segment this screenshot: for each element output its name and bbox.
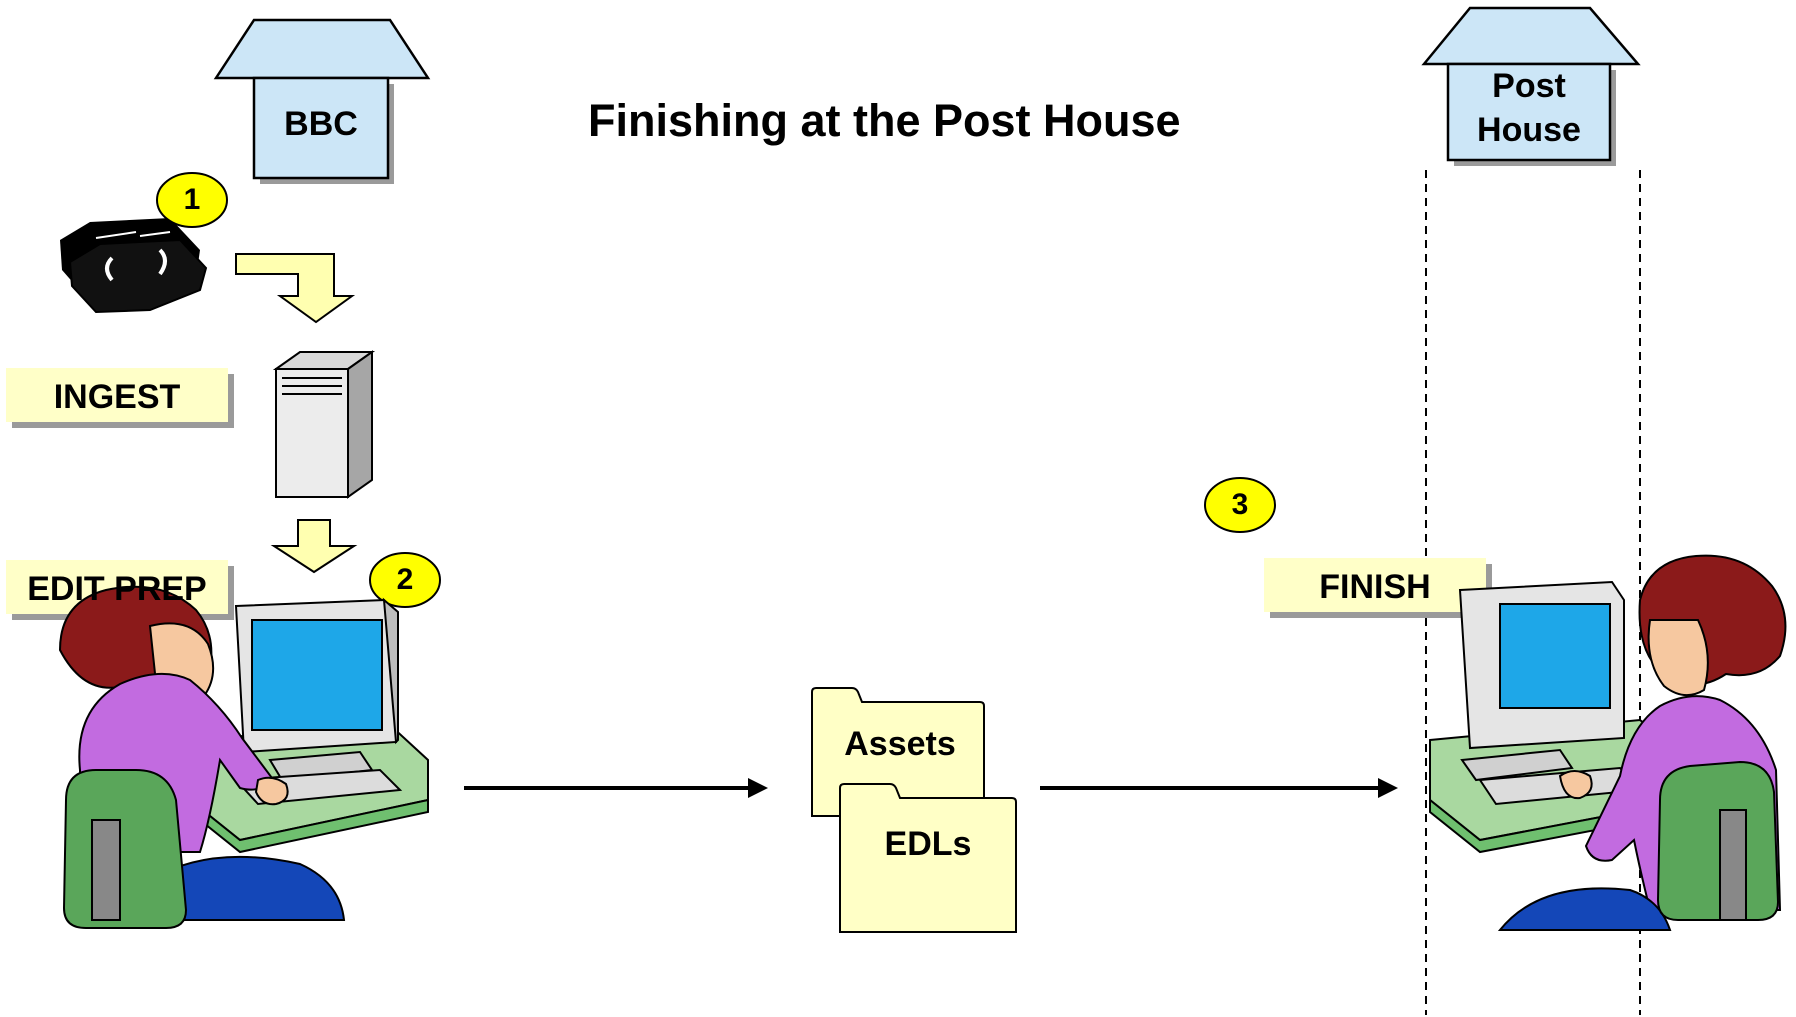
- finish-label-box: [1264, 558, 1492, 618]
- step-badge-3-label: 3: [1231, 488, 1249, 521]
- post-house-label: Post House: [1448, 64, 1610, 152]
- arrow-to-folders: [464, 778, 768, 798]
- ingest-label: INGEST: [53, 378, 181, 416]
- bbc-house: [213, 18, 431, 184]
- bent-arrow-1: [235, 253, 356, 324]
- step-badge-1-label: 1: [183, 183, 201, 216]
- edls-folder-icon: [839, 783, 1017, 933]
- server-icon: [272, 350, 376, 499]
- step-badge-1: [156, 172, 228, 228]
- assets-folder-label: Assets: [844, 725, 956, 763]
- post-house-label-line2: House: [1477, 111, 1581, 149]
- down-arrow: [270, 519, 358, 574]
- diagram-title: Finishing at the Post House: [588, 95, 1181, 146]
- tape-cassette-icon: [60, 218, 208, 314]
- arrow-to-finish: [1040, 778, 1398, 798]
- step-badge-2: [369, 552, 441, 608]
- editor-workstation-left: [58, 585, 429, 929]
- bbc-label: BBC: [284, 105, 358, 143]
- edls-folder-label: EDLs: [884, 825, 972, 863]
- ingest-label-box: [6, 368, 234, 428]
- edit-prep-label: EDIT PREP: [27, 570, 207, 608]
- step-badge-3: [1204, 477, 1276, 533]
- post-house: [1421, 6, 1641, 166]
- finish-label: FINISH: [1319, 568, 1431, 606]
- finisher-workstation-right: [1429, 554, 1787, 931]
- post-house-label-line1: Post: [1492, 67, 1566, 105]
- step-badge-2-label: 2: [396, 563, 414, 596]
